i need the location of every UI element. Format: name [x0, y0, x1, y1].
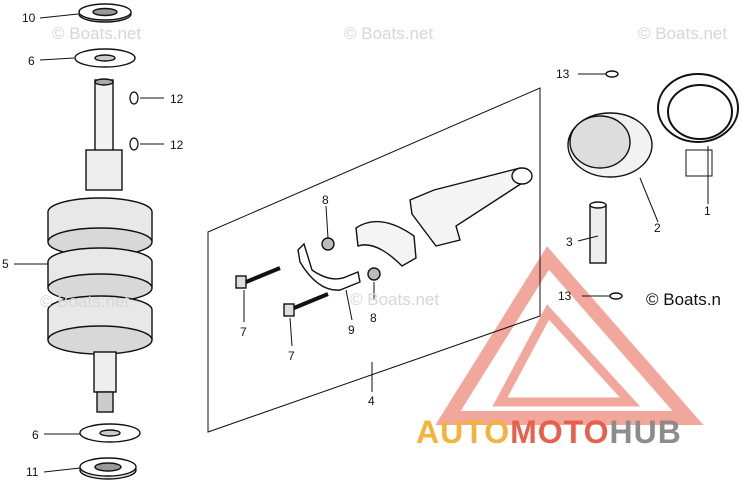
watermark: © Boats.net	[40, 292, 130, 311]
callout-12: 12	[170, 138, 184, 152]
callout-11: 11	[26, 465, 39, 479]
callout-13: 13	[556, 67, 570, 81]
brand-part-moto: MOTO	[510, 414, 610, 450]
watermark: © Boats.net	[350, 290, 440, 309]
callout-4: 4	[368, 394, 375, 408]
callout-7: 7	[288, 349, 295, 363]
part-group-4-outline	[207, 87, 541, 433]
callout-6: 6	[28, 54, 35, 68]
watermark: © Boats.net	[52, 24, 142, 43]
piston-illustration	[567, 70, 653, 300]
brand-wordmark: AUTOMOTOHUB	[416, 414, 682, 451]
copyright-notice: © Boats.n	[646, 290, 721, 309]
brand-triangle-logo	[435, 246, 704, 425]
callout-13: 13	[558, 289, 572, 303]
callout-8: 8	[322, 193, 329, 207]
crankshaft-illustration	[47, 3, 153, 480]
callout-1: 1	[704, 204, 711, 218]
callout-9: 9	[348, 323, 355, 337]
brand-part-auto: AUTO	[416, 414, 511, 450]
brand-part-hub: HUB	[609, 414, 682, 450]
watermark: © Boats.net	[638, 24, 728, 43]
piston-rings-illustration	[657, 73, 739, 177]
callout-5: 5	[2, 257, 9, 271]
callout-6: 6	[32, 428, 39, 442]
callout-10: 10	[22, 11, 36, 25]
callout-12: 12	[170, 92, 184, 106]
callout-3: 3	[566, 235, 573, 249]
callout-2: 2	[654, 221, 661, 235]
watermark: © Boats.net	[344, 24, 434, 43]
callout-leaders	[14, 13, 709, 473]
pin-12-pair	[129, 91, 139, 151]
connecting-rod-illustration	[235, 167, 533, 317]
callout-8: 8	[370, 311, 377, 325]
callout-7: 7	[240, 325, 247, 339]
